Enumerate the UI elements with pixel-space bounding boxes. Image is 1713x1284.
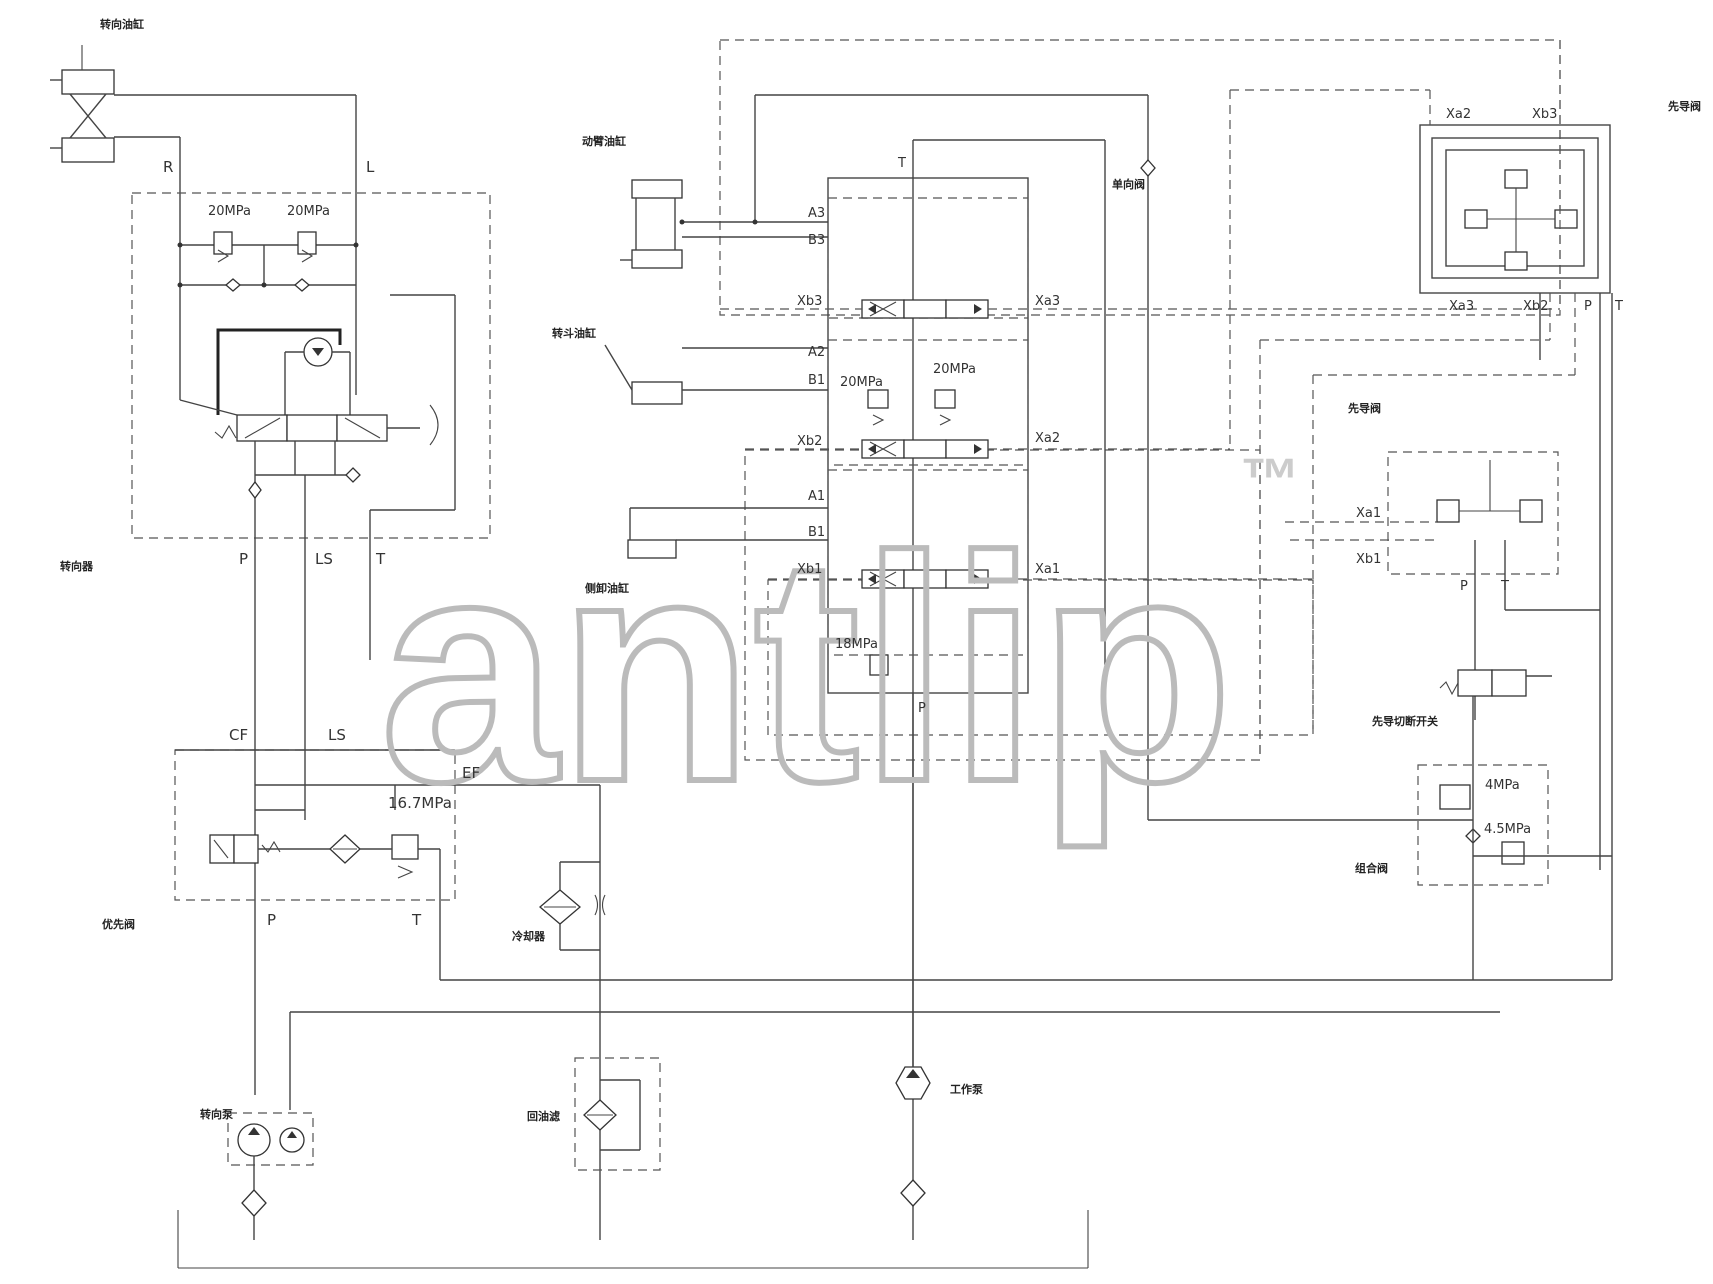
- steering-spool-valve: [214, 404, 439, 446]
- boom-cylinder-symbol: [620, 179, 683, 269]
- pressure-20b: 20MPa: [287, 204, 330, 219]
- port-B2: B1: [808, 373, 825, 388]
- port-Xa2-top: Xa2: [1446, 107, 1471, 122]
- watermark-text: antlip: [380, 490, 1233, 850]
- combination-valve-symbol: [1439, 784, 1471, 810]
- combination-valve-box: [1417, 764, 1549, 886]
- pilot-valve-mid-box: [1387, 451, 1559, 575]
- spool-section-3: [861, 299, 989, 319]
- port-Xa2-right: Xa2: [1035, 431, 1060, 446]
- port-A2: A2: [808, 345, 825, 360]
- pilot-valve-top-symbol: [1504, 169, 1528, 189]
- priority-valve-symbol: [209, 834, 361, 864]
- port-T2: T: [411, 911, 422, 929]
- steering-unit-box: [131, 192, 491, 539]
- port-B3: B3: [808, 233, 825, 248]
- working-pump-symbol: [895, 1066, 931, 1100]
- port-P1: P: [239, 550, 248, 568]
- port-T1: T: [375, 550, 386, 568]
- port-P2: P: [267, 911, 276, 929]
- label-cooler: 冷却器: [512, 929, 546, 943]
- pressure-4-5: 4.5MPa: [1484, 822, 1531, 837]
- label-bucket-cylinder: 转斗油缸: [552, 326, 596, 340]
- port-CF: CF: [229, 726, 248, 744]
- port-Xb1-mid: Xb1: [1356, 552, 1381, 567]
- watermark-tm: ™: [1240, 446, 1300, 513]
- pilot-valve-mid-symbol: [1436, 499, 1460, 523]
- label-steering-cylinder: 转向油缸: [100, 17, 144, 31]
- steering-cylinder-symbol: [50, 45, 115, 163]
- port-Xb2-bottom: Xb2: [1523, 299, 1548, 314]
- pressure-20d: 20MPa: [933, 362, 976, 377]
- port-A3: A3: [808, 206, 825, 221]
- pressure-18: 18MPa: [835, 637, 878, 652]
- relief-valves-steering: [177, 231, 359, 292]
- label-priority-valve: 优先阀: [102, 917, 135, 931]
- port-Xa3-bottom: Xa3: [1449, 299, 1474, 314]
- port-T-top: T: [1614, 299, 1623, 314]
- steering-feedback-line: [216, 328, 342, 415]
- port-A1: A1: [808, 489, 825, 504]
- label-return-filter: 回油滤: [527, 1109, 560, 1123]
- pressure-20a: 20MPa: [208, 204, 251, 219]
- spool-section-2: [861, 439, 989, 459]
- side-dump-cylinder-symbol: [627, 539, 677, 559]
- port-LS2: LS: [328, 726, 346, 744]
- port-EF: EF: [462, 764, 480, 782]
- port-Xb3-top: Xb3: [1532, 107, 1557, 122]
- pilot-valve-top-box: [1419, 124, 1611, 294]
- check-valve-symbol: [1140, 159, 1156, 177]
- label-combination-valve: 组合阀: [1355, 861, 1388, 875]
- port-Xb2-left: Xb2: [797, 434, 822, 449]
- port-Xb1-left: Xb1: [797, 562, 822, 577]
- relief-16-7: [391, 834, 419, 860]
- pilot-cutoff-switch-symbol: [1439, 669, 1552, 697]
- label-boom-cylinder: 动臂油缸: [582, 134, 626, 148]
- port-LS1: LS: [315, 550, 333, 568]
- port-L: L: [366, 158, 375, 176]
- label-pilot-cutoff-switch: 先导切断开关: [1372, 714, 1438, 728]
- port-T-mid: T: [1500, 579, 1509, 594]
- cooler-symbol: [538, 861, 606, 951]
- port-Xa1-mid: Xa1: [1356, 506, 1381, 521]
- label-pilot-valve-mid: 先导阀: [1348, 401, 1381, 415]
- port-P-top: P: [1584, 299, 1592, 314]
- port-P-main: P: [918, 701, 926, 716]
- pressure-16-7: 16.7MPa: [388, 794, 452, 812]
- label-steering-unit: 转向器: [60, 559, 94, 573]
- port-Xb3-left: Xb3: [797, 294, 822, 309]
- port-R: R: [163, 158, 173, 176]
- pressure-20c: 20MPa: [840, 375, 883, 390]
- steering-pump-box: [227, 1112, 314, 1166]
- return-filter-box: [574, 1057, 661, 1171]
- label-pilot-valve-top: 先导阀: [1668, 99, 1701, 113]
- label-side-dump-cylinder: 侧卸油缸: [585, 581, 629, 595]
- port-B1: B1: [808, 525, 825, 540]
- main-valve-body: [827, 177, 1029, 694]
- pressure-4: 4MPa: [1485, 778, 1520, 793]
- label-check-valve: 单向阀: [1112, 177, 1145, 191]
- label-steering-pump: 转向泵: [200, 1107, 233, 1121]
- bucket-cylinder-symbol: [631, 381, 683, 405]
- port-Xa1-right: Xa1: [1035, 562, 1060, 577]
- port-Xa3-right: Xa3: [1035, 294, 1060, 309]
- label-working-pump: 工作泵: [950, 1082, 983, 1096]
- port-P-mid: P: [1460, 579, 1468, 594]
- port-T-main: T: [897, 156, 906, 171]
- spool-section-1: [861, 569, 989, 589]
